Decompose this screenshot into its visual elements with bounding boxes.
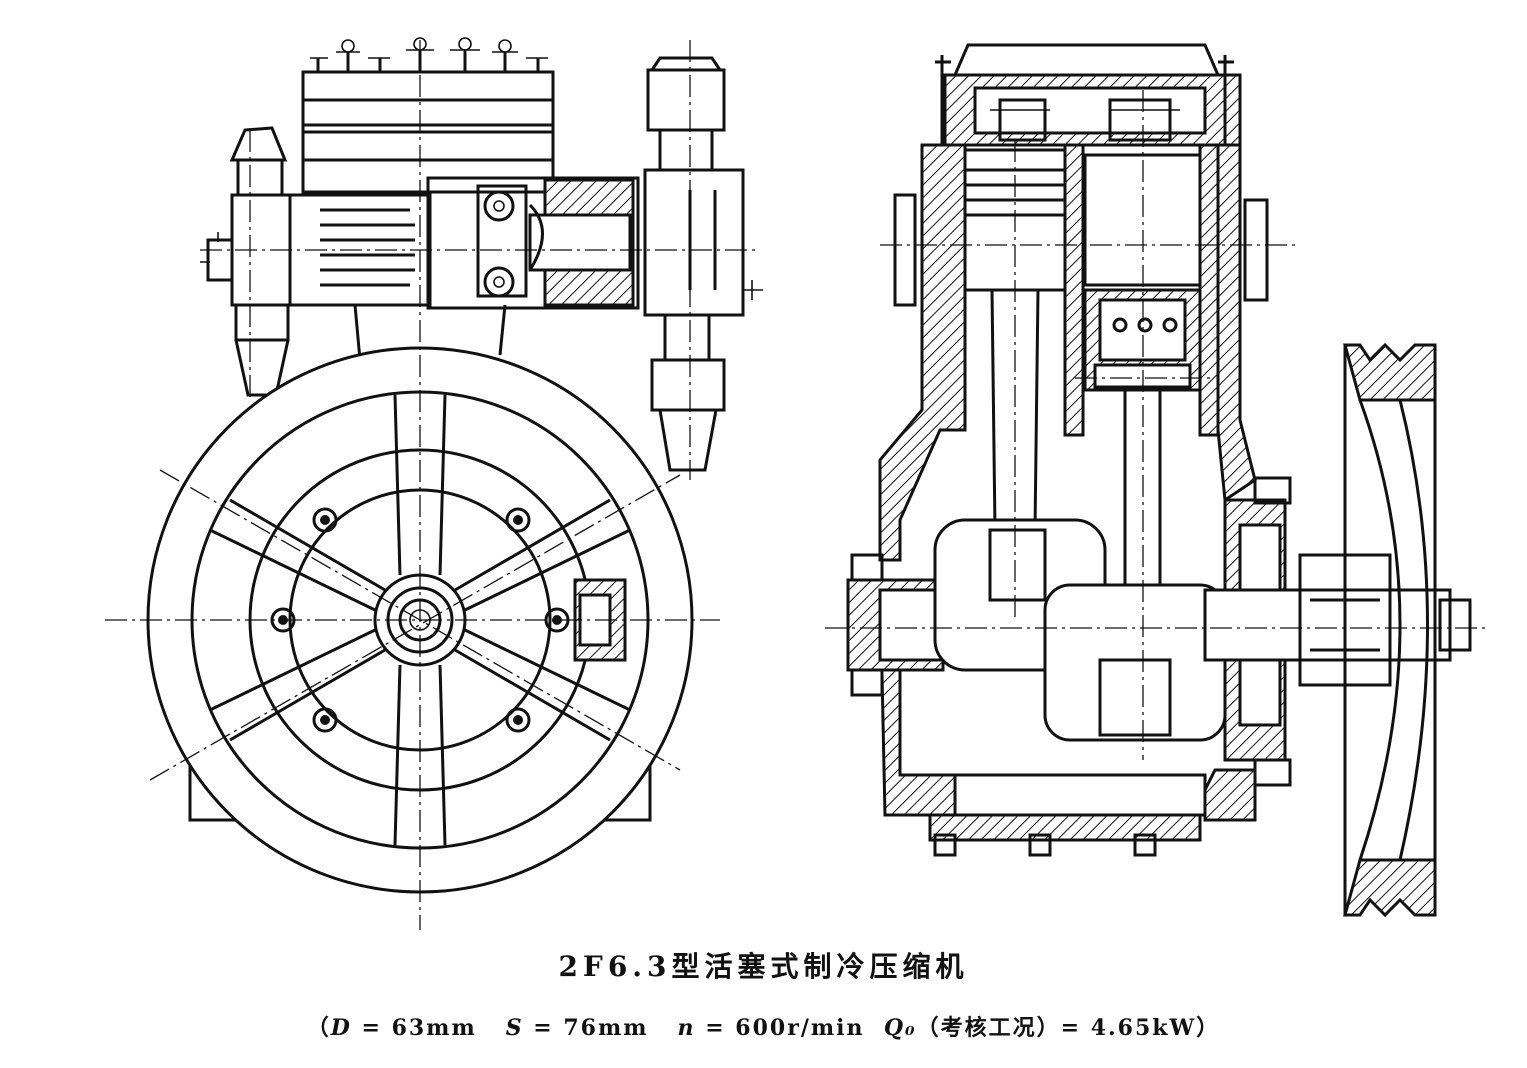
- bore-symbol: D: [330, 1015, 352, 1041]
- head-cover: [935, 43, 1242, 147]
- capacity-value: （考核工况）= 4.65kW）: [916, 1015, 1221, 1041]
- crankshaft: [846, 518, 1472, 742]
- v-belt-pulley: [1343, 342, 1437, 918]
- side-bolts: [850, 193, 1292, 857]
- capacity-symbol: Q₀: [883, 1015, 917, 1041]
- section-view: [825, 43, 1490, 918]
- front-view: [105, 37, 763, 930]
- stroke-value: = 76mm: [523, 1015, 649, 1041]
- cylinder-block: [288, 193, 507, 361]
- suction-valve: [200, 126, 292, 397]
- cylinder-head: [301, 37, 555, 194]
- speed-symbol: n: [677, 1015, 696, 1041]
- discharge-valve: [426, 56, 763, 472]
- figure-title: 2F6.3型活塞式制冷压缩机: [558, 950, 969, 983]
- section-centre-lines: [825, 90, 1490, 760]
- bore-value: = 63mm: [351, 1015, 477, 1041]
- speed-value: = 600r/min: [695, 1015, 865, 1041]
- open-paren: （: [306, 1015, 331, 1041]
- stroke-symbol: S: [505, 1015, 524, 1041]
- figure-parameters: （D = 63mm S = 76mm n = 600r/min Q₀（考核工况）…: [0, 1010, 1527, 1042]
- front-centre-lines: [105, 40, 760, 930]
